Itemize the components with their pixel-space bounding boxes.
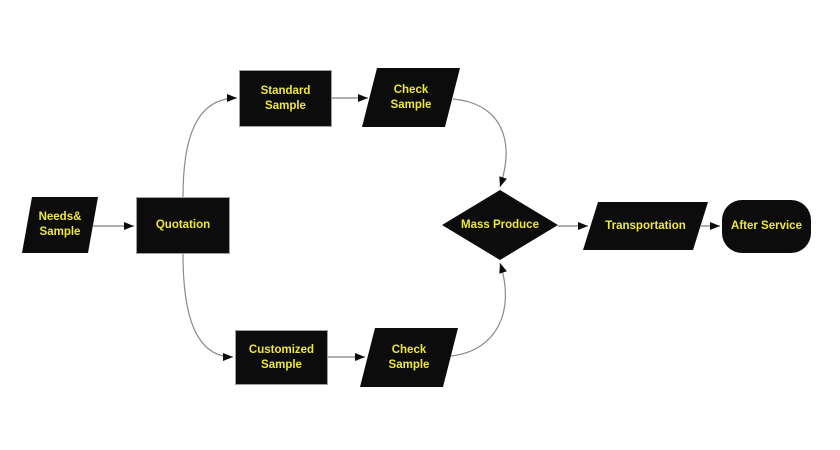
node-mass-produce-label: Mass Produce [461,218,539,231]
node-transportation: Transportation [583,202,708,250]
connector-quotation-to-standard [182,94,238,198]
node-quotation: Quotation [136,197,230,254]
node-transportation-label: Transportation [605,219,686,232]
node-check-sample-bottom-label: Check Sample [388,343,430,371]
node-customized-sample-label: Customized Sample [248,343,315,371]
connector-checktop-to-massproduce [452,98,507,188]
connector-quotation-to-customized [182,253,234,361]
node-after-service: After Service [722,200,811,253]
node-standard-sample-label: Standard Sample [260,84,311,112]
node-needs-sample: Needs& Sample [22,197,98,253]
node-customized-sample: Customized Sample [235,330,328,385]
node-standard-sample: Standard Sample [239,70,332,127]
node-mass-produce: Mass Produce [442,190,558,260]
connector-checkbottom-to-massproduce [450,262,507,357]
node-after-service-label: After Service [731,220,802,233]
node-needs-sample-label: Needs& Sample [38,211,82,238]
node-check-sample-bottom: Check Sample [360,328,458,387]
node-check-sample-top-label: Check Sample [390,83,432,111]
node-check-sample-top: Check Sample [362,68,460,127]
node-quotation-label: Quotation [155,219,211,232]
